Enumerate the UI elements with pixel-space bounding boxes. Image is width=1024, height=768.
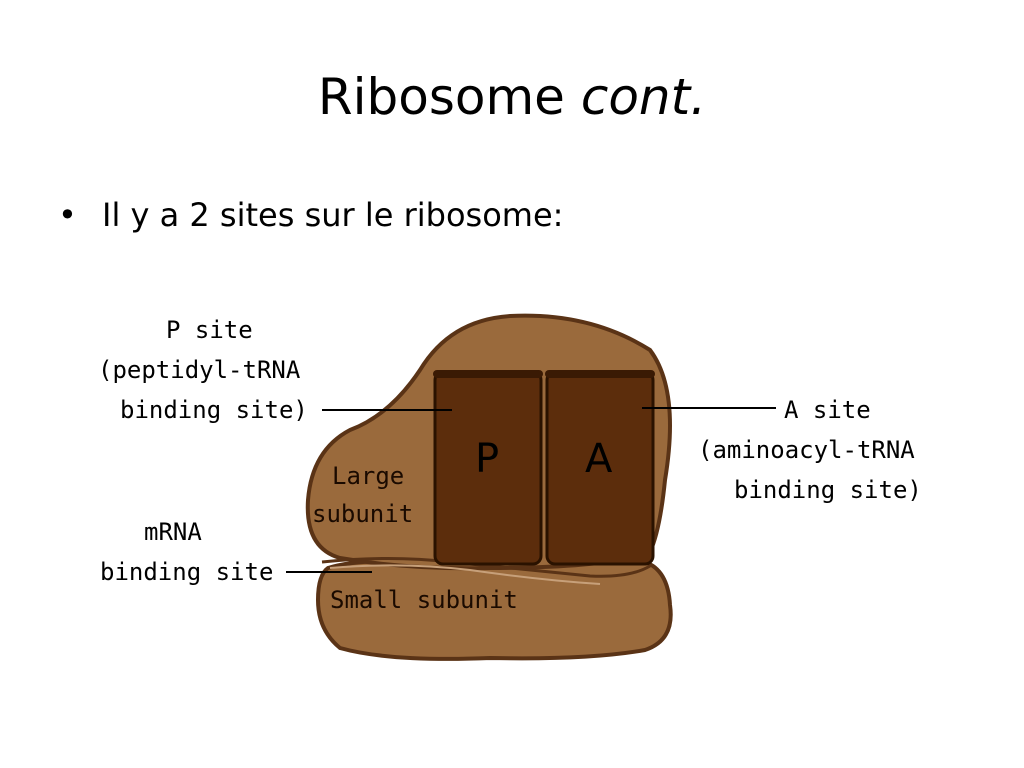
a-site-label-line3: binding site) bbox=[734, 476, 922, 504]
page-title: Ribosome cont. bbox=[0, 62, 1024, 132]
a-site-rim bbox=[545, 370, 655, 378]
p-site-rim bbox=[433, 370, 543, 378]
ribosome-diagram: P A Large subunit Small subunit P site (… bbox=[98, 313, 922, 661]
subunit-groove bbox=[321, 557, 651, 578]
bullet-text: Il y a 2 sites sur le ribosome: bbox=[102, 196, 564, 234]
p-site-label-line2: (peptidyl-tRNA bbox=[98, 356, 301, 384]
a-site-label-line1: A site bbox=[784, 396, 871, 424]
subunit-groove-highlight bbox=[329, 564, 601, 585]
large-subunit-label-line1: Large bbox=[332, 462, 404, 490]
p-site-label-line1: P site bbox=[166, 316, 253, 344]
small-subunit-label: Small subunit bbox=[330, 586, 518, 614]
bullet-symbol: • bbox=[58, 196, 77, 234]
mrna-label-line1: mRNA bbox=[144, 518, 202, 546]
bullet-item: • Il y a 2 sites sur le ribosome: bbox=[58, 192, 563, 238]
title-main: Ribosome bbox=[317, 68, 581, 126]
p-site-label-line3: binding site) bbox=[120, 396, 308, 424]
p-letter: P bbox=[475, 436, 499, 482]
title-italic: cont. bbox=[580, 68, 707, 126]
mrna-label-line2: binding site bbox=[100, 558, 273, 586]
a-letter: A bbox=[585, 436, 613, 482]
large-subunit-label-line2: subunit bbox=[312, 500, 413, 528]
a-site-label-line2: (aminoacyl-tRNA bbox=[698, 436, 915, 464]
